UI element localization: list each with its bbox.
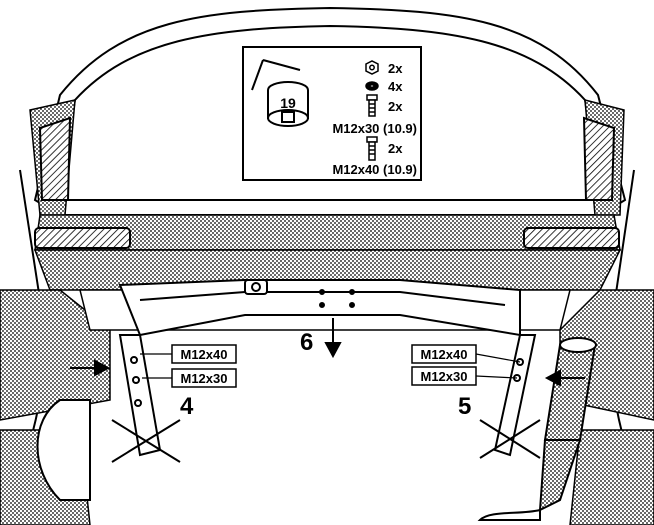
right-bracket xyxy=(479,334,541,459)
callout-right-upper: M12x40 xyxy=(411,344,477,364)
nut-icon xyxy=(365,60,379,75)
part-spec-bolt-30: M12x30 (10.9) xyxy=(332,121,417,136)
tow-bar-crossbar xyxy=(118,279,521,337)
callout-left-upper: M12x40 xyxy=(171,344,237,364)
tools-parts-panel: 19 2x 4x 2x M12x30 (10.9) xyxy=(242,46,422,181)
step-number-left: 4 xyxy=(180,393,194,420)
socket-size-label: 19 xyxy=(280,95,296,111)
bolt-icon xyxy=(366,136,378,161)
part-qty-bolt-40: 2x xyxy=(388,141,403,156)
svg-text:M12x30: M12x30 xyxy=(421,369,468,384)
part-qty-bolt-30: 2x xyxy=(388,99,403,114)
part-qty-washer: 4x xyxy=(388,79,403,94)
svg-text:M12x40: M12x40 xyxy=(421,347,468,362)
bolt-icon xyxy=(366,94,378,117)
left-bracket xyxy=(111,334,181,463)
callout-right-lower: M12x30 xyxy=(411,366,477,386)
step-number-center: 6 xyxy=(300,329,313,356)
push-arrows xyxy=(70,318,585,387)
tow-ball-hook xyxy=(477,337,597,521)
part-qty-nut: 2x xyxy=(388,61,403,76)
leader-lines xyxy=(140,353,521,379)
part-spec-bolt-40: M12x40 (10.9) xyxy=(332,162,417,177)
left-wheel xyxy=(36,399,91,501)
callout-left-lower: M12x30 xyxy=(171,368,237,388)
washer-icon xyxy=(365,81,379,91)
tail-lights xyxy=(34,116,620,249)
socket-wrench-icon xyxy=(251,59,309,127)
step-number-right: 5 xyxy=(458,393,471,420)
svg-text:M12x30: M12x30 xyxy=(181,371,228,386)
svg-text:M12x40: M12x40 xyxy=(181,347,228,362)
